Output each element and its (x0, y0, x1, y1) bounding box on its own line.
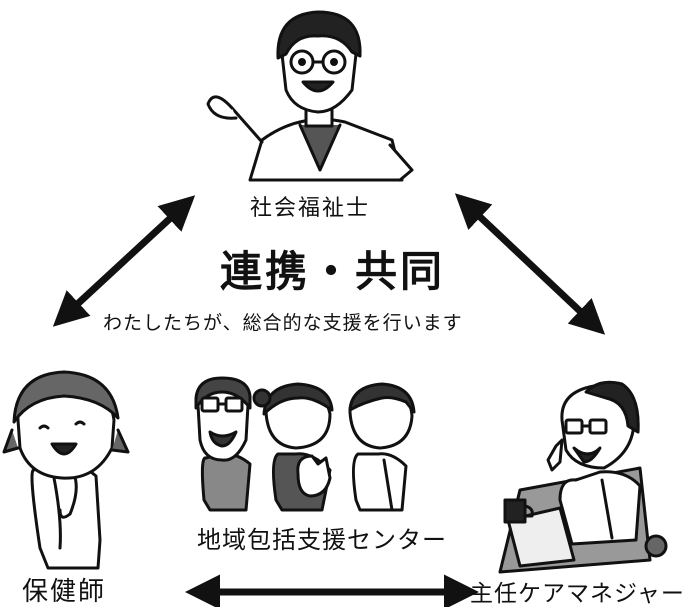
public-health-nurse-illustration (2, 370, 130, 570)
subheadline-support: わたしたちが、総合的な支援を行います (103, 312, 463, 334)
role-label-public-health-nurse: 保健師 (22, 577, 107, 607)
role-label-chief-care-manager: 主任ケアマネジャー (470, 581, 685, 607)
arrow-top-left (52, 195, 196, 327)
center-label-community-support-center: 地域包括支援センター (197, 526, 447, 554)
care-manager-illustration (498, 380, 668, 574)
arrow-top-right (454, 193, 606, 335)
social-worker-illustration (206, 10, 414, 182)
headline-collaboration: 連携・共同 (220, 247, 446, 296)
community-members-illustration (194, 376, 416, 512)
role-label-social-worker: 社会福祉士 (250, 196, 371, 221)
